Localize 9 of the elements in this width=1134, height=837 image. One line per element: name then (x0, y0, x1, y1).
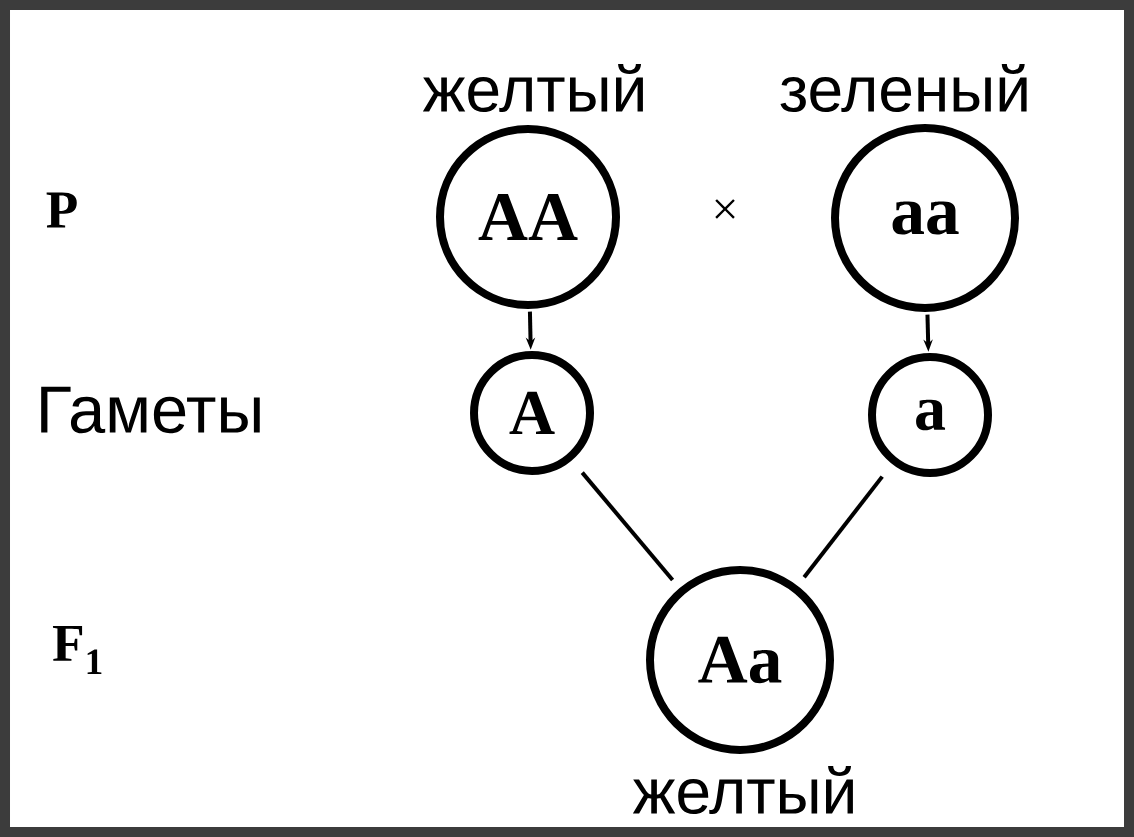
connector-line (580, 471, 675, 582)
connector-line (802, 475, 884, 579)
phenotype-label: желтый (632, 765, 853, 815)
phenotype-label: желтый (422, 63, 643, 113)
cross-sign: × (715, 199, 735, 219)
row-label: F$_{1}$ (52, 625, 102, 675)
row-label: Гаметы (41, 386, 260, 434)
row-label: P (46, 192, 77, 228)
phenotype-label: зеленый (780, 63, 1027, 113)
